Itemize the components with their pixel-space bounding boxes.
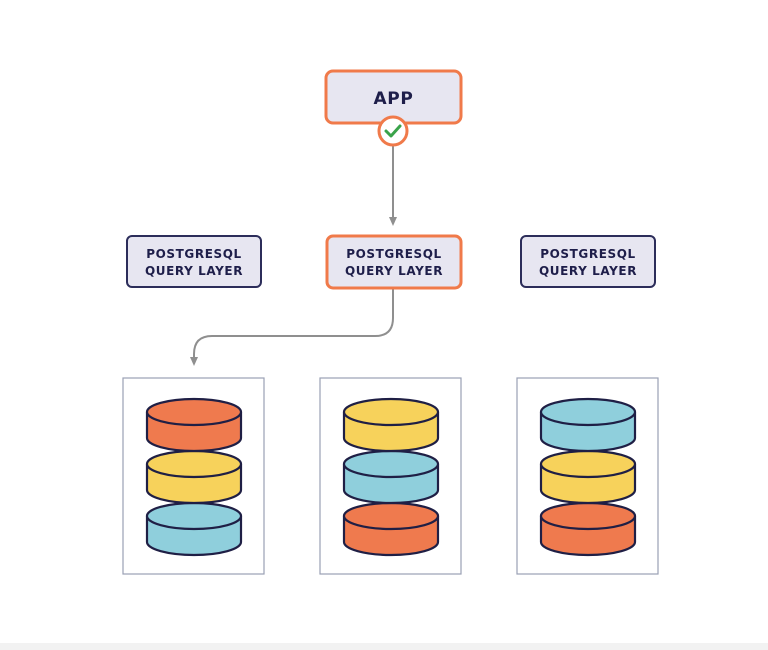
check-icon bbox=[377, 115, 409, 147]
disk-blue-3-1 bbox=[539, 397, 637, 453]
query-layer-center-line1: POSTGRESQL bbox=[346, 247, 442, 261]
disk-yellow-1-2 bbox=[145, 449, 243, 505]
disk-orange-1-1 bbox=[145, 397, 243, 453]
disk-yellow-3-2 bbox=[539, 449, 637, 505]
query-layer-right-line2: QUERY LAYER bbox=[539, 264, 637, 278]
disk-orange-2-3 bbox=[342, 501, 440, 557]
database-stack-1 bbox=[145, 397, 243, 557]
database-stack-3 bbox=[539, 397, 637, 557]
app-node: APP bbox=[324, 69, 463, 125]
query-layer-left-line2: QUERY LAYER bbox=[145, 264, 243, 278]
disk-yellow-2-1 bbox=[342, 397, 440, 453]
query-layer-right-line1: POSTGRESQL bbox=[540, 247, 636, 261]
app-label: APP bbox=[374, 89, 414, 109]
database-stacks bbox=[145, 397, 637, 557]
database-stack-2 bbox=[342, 397, 440, 557]
query-layer-left-line1: POSTGRESQL bbox=[146, 247, 242, 261]
bottom-strip bbox=[0, 643, 768, 650]
disk-blue-1-3 bbox=[145, 501, 243, 557]
query-layer-center-line2: QUERY LAYER bbox=[345, 264, 443, 278]
query-layer-right: POSTGRESQL QUERY LAYER bbox=[520, 235, 656, 288]
disk-blue-2-2 bbox=[342, 449, 440, 505]
query-to-shard-arrow bbox=[190, 289, 394, 366]
query-layer-center: POSTGRESQL QUERY LAYER bbox=[325, 234, 463, 290]
disk-orange-3-3 bbox=[539, 501, 637, 557]
query-layer-left: POSTGRESQL QUERY LAYER bbox=[126, 235, 262, 288]
